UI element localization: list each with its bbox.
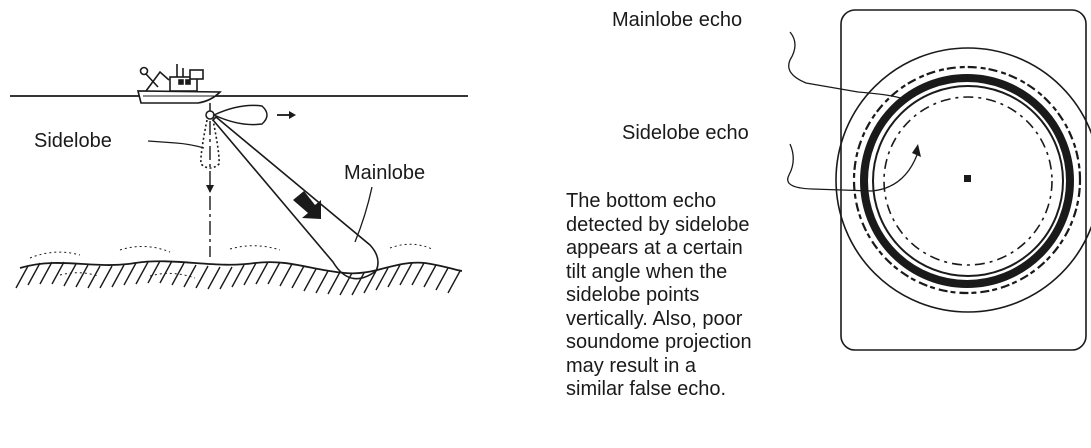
explanation-line: detected by sidelobe xyxy=(566,214,806,238)
mainlobe-echo-label: Mainlobe echo xyxy=(612,9,742,32)
display-outer-circle xyxy=(836,48,1091,312)
sidelobe-echo-label: Sidelobe echo xyxy=(622,122,749,145)
display-frame xyxy=(841,10,1086,350)
right-arrow-icon xyxy=(277,111,296,119)
sidelobe-leader-line xyxy=(148,141,204,148)
echo-display xyxy=(788,10,1091,350)
explanation-line: The bottom echo xyxy=(566,190,806,214)
down-arrow-icon xyxy=(206,185,214,193)
explanation-line: appears at a certain xyxy=(566,237,806,261)
sidelobe-echo-leader xyxy=(788,144,917,191)
mainlobe-echo-leader xyxy=(789,32,906,100)
explanation-text: The bottom echo detected by sidelobe app… xyxy=(566,190,806,402)
explanation-line: vertically. Also, poor xyxy=(566,308,806,332)
vessel-position-mark xyxy=(964,175,971,182)
mainlobe-arrow-icon xyxy=(293,191,321,219)
explanation-line: sidelobe points xyxy=(566,284,806,308)
explanation-line: tilt angle when the xyxy=(566,261,806,285)
explanation-line: may result in a xyxy=(566,355,806,379)
sidelobe-label: Sidelobe xyxy=(34,130,112,153)
mainlobe-label: Mainlobe xyxy=(344,162,425,185)
explanation-line: similar false echo. xyxy=(566,378,806,402)
mainlobe-leader-line xyxy=(355,187,372,242)
explanation-line: soundome projection xyxy=(566,331,806,355)
mainlobe-cone xyxy=(213,117,378,279)
ship-icon xyxy=(138,64,220,103)
